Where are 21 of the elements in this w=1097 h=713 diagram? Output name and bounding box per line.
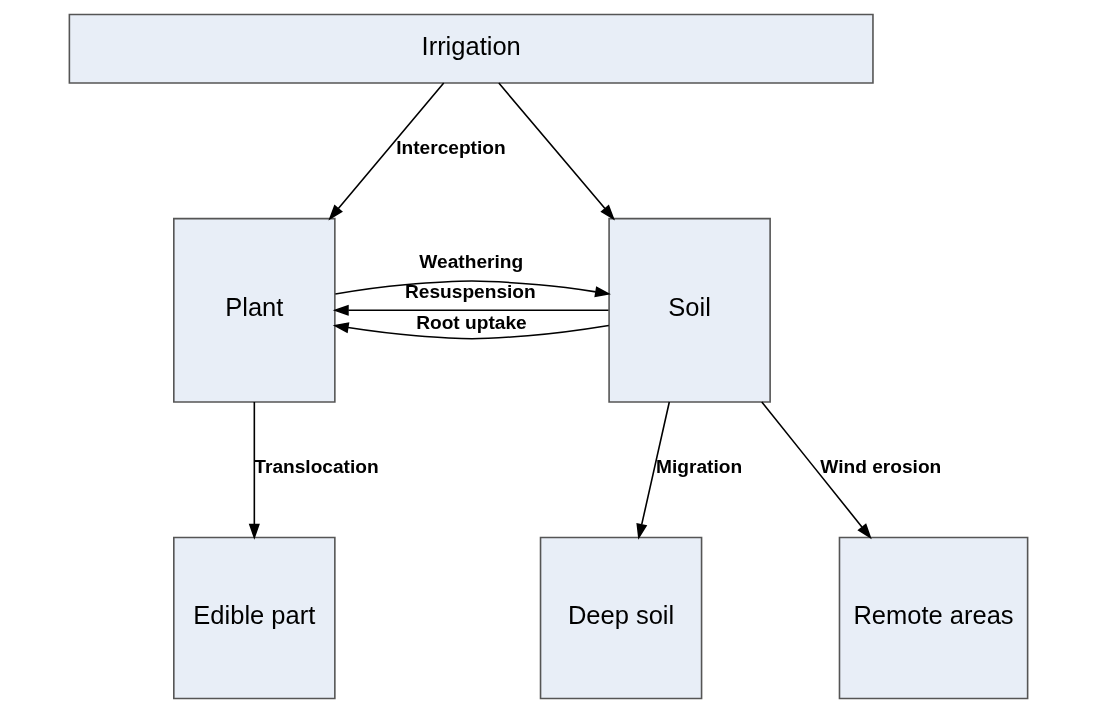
arrow: [332, 304, 610, 316]
node-box: Irrigation: [68, 13, 874, 84]
node-box: Soil: [608, 217, 771, 403]
node-box: Remote areas: [838, 536, 1029, 700]
node-box: Edible part: [173, 536, 336, 700]
arrow: [332, 322, 610, 340]
arrow: [761, 401, 872, 540]
arrow: [636, 401, 671, 540]
node-box: Deep soil: [539, 536, 703, 700]
edge-label: Migration: [656, 456, 743, 478]
edge-label: Interception: [396, 137, 506, 159]
arrow: [498, 82, 615, 221]
arrow: [328, 82, 445, 221]
arrow: [334, 280, 611, 298]
node-box: Plant: [173, 217, 336, 403]
edge-label: Resuspension: [405, 281, 536, 303]
edge-label: Root uptake: [416, 311, 527, 333]
edge-label: Wind erosion: [820, 456, 942, 478]
edge-label: Weathering: [419, 251, 524, 273]
edge-label: Translocation: [254, 456, 379, 478]
arrow: [248, 401, 260, 540]
